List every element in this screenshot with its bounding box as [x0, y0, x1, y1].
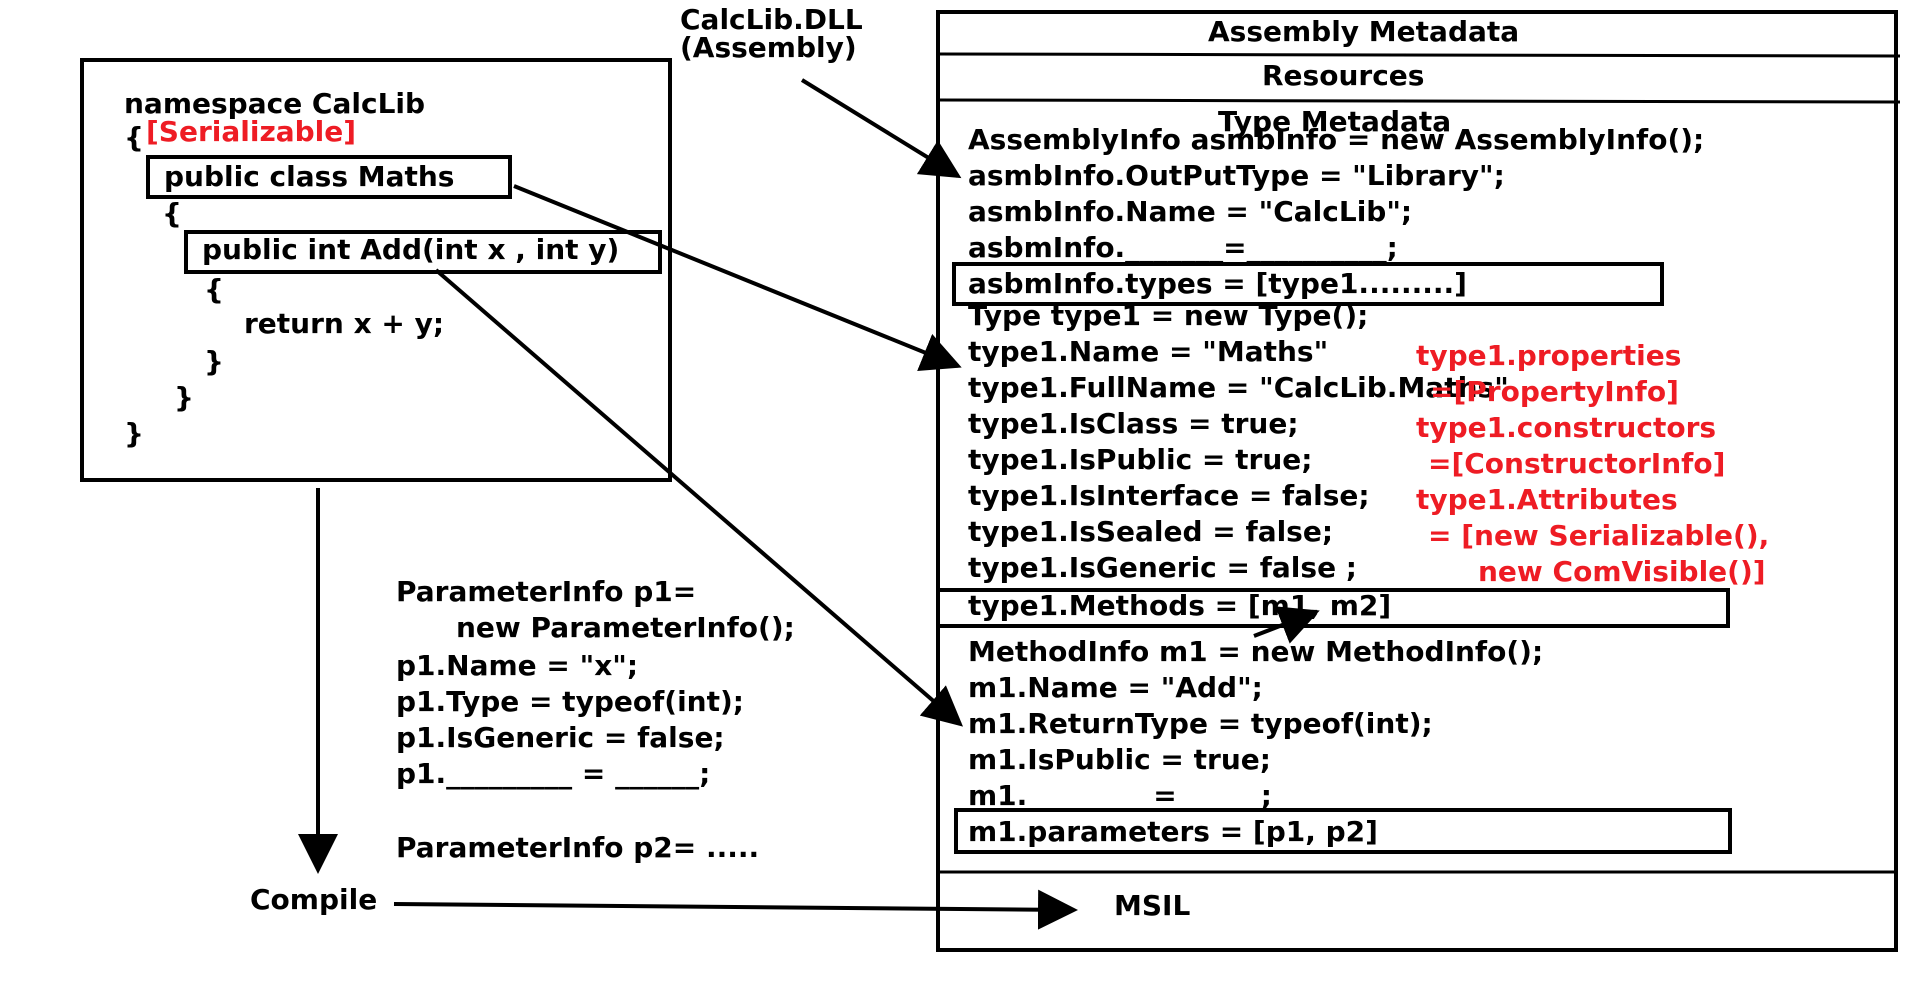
param-line: p1._________ = ______; — [396, 757, 711, 790]
param-line: ParameterInfo p1= — [396, 575, 697, 608]
parameters-highlight-box — [954, 808, 1732, 854]
arrow-assembly-to-info — [800, 78, 962, 179]
return-statement: return x + y; — [244, 307, 445, 340]
namespace-line: namespace CalcLib — [124, 87, 426, 120]
type-metadata-header: Type Metadata — [1218, 105, 1452, 138]
assembly-info-line: AssemblyInfo asmbInfo = new AssemblyInfo… — [968, 123, 1705, 156]
param-line: ParameterInfo p2= ..... — [396, 831, 760, 864]
type-extra-line: new ComVisible()] — [1478, 555, 1766, 588]
type-line: type1.IsInterface = false; — [968, 479, 1370, 512]
methods-line: type1.Methods = [m1, m2] — [968, 589, 1392, 622]
method-line: m1.IsPublic = true; — [968, 743, 1271, 776]
assembly-info-line: asbmInfo._______=__________; — [968, 231, 1398, 264]
param-line: p1.Name = "x"; — [396, 649, 639, 682]
assembly-info-line: asmbInfo.OutPutType = "Library"; — [968, 159, 1505, 192]
param-line: p1.Type = typeof(int); — [396, 685, 744, 718]
class-declaration: public class Maths — [164, 160, 455, 193]
assembly-info-line: asmbInfo.Name = "CalcLib"; — [968, 195, 1413, 228]
method-declaration: public int Add(int x , int y) — [202, 233, 620, 266]
class-decl-box — [146, 155, 512, 199]
namespace-close-brace: } — [124, 417, 144, 450]
method-line: m1._________=______; — [968, 779, 1272, 812]
type-line: Type type1 = new Type(); — [968, 299, 1369, 332]
type-line: type1.IsClass = true; — [968, 407, 1299, 440]
parameters-line: m1.parameters = [p1, p2] — [968, 815, 1378, 848]
type-extra-line: =[PropertyInfo] — [1430, 375, 1679, 408]
type-line: type1.FullName = "CalcLib.Maths" — [968, 371, 1509, 404]
type-line: type1.IsGeneric = false ; — [968, 551, 1358, 584]
type-extra-line: type1.constructors — [1416, 411, 1717, 444]
msil-label: MSIL — [1114, 889, 1191, 922]
method-open-brace: { — [204, 273, 224, 306]
type-extra-line: = [new Serializable(), — [1428, 519, 1770, 552]
param-line: new ParameterInfo(); — [456, 611, 795, 644]
assembly-label-kind: (Assembly) — [680, 31, 857, 64]
serializable-attribute: [Serializable] — [146, 115, 357, 148]
class-close-brace: } — [174, 381, 194, 414]
type-extra-line: type1.properties — [1416, 339, 1682, 372]
type-extra-line: =[ConstructorInfo] — [1428, 447, 1726, 480]
types-line: asbmInfo.types = [type1.........] — [968, 267, 1467, 300]
type-line: type1.Name = "Maths" — [968, 335, 1329, 368]
method-line: m1.Name = "Add"; — [968, 671, 1263, 704]
namespace-open-brace: { — [124, 121, 144, 154]
assembly-metadata-header: Assembly Metadata — [1208, 15, 1520, 48]
param-line: p1.IsGeneric = false; — [396, 721, 725, 754]
assembly-label-name: CalcLib.DLL — [680, 3, 863, 36]
type-line: type1.IsSealed = false; — [968, 515, 1334, 548]
compile-label: Compile — [250, 883, 378, 916]
type-extra-line: type1.Attributes — [1416, 483, 1678, 516]
method-line: m1.ReturnType = typeof(int); — [968, 707, 1433, 740]
class-open-brace: { — [162, 197, 182, 230]
type-line: type1.IsPublic = true; — [968, 443, 1313, 476]
method-line: MethodInfo m1 = new MethodInfo(); — [968, 635, 1544, 668]
method-close-brace: } — [204, 345, 224, 378]
resources-header: Resources — [1262, 59, 1425, 92]
